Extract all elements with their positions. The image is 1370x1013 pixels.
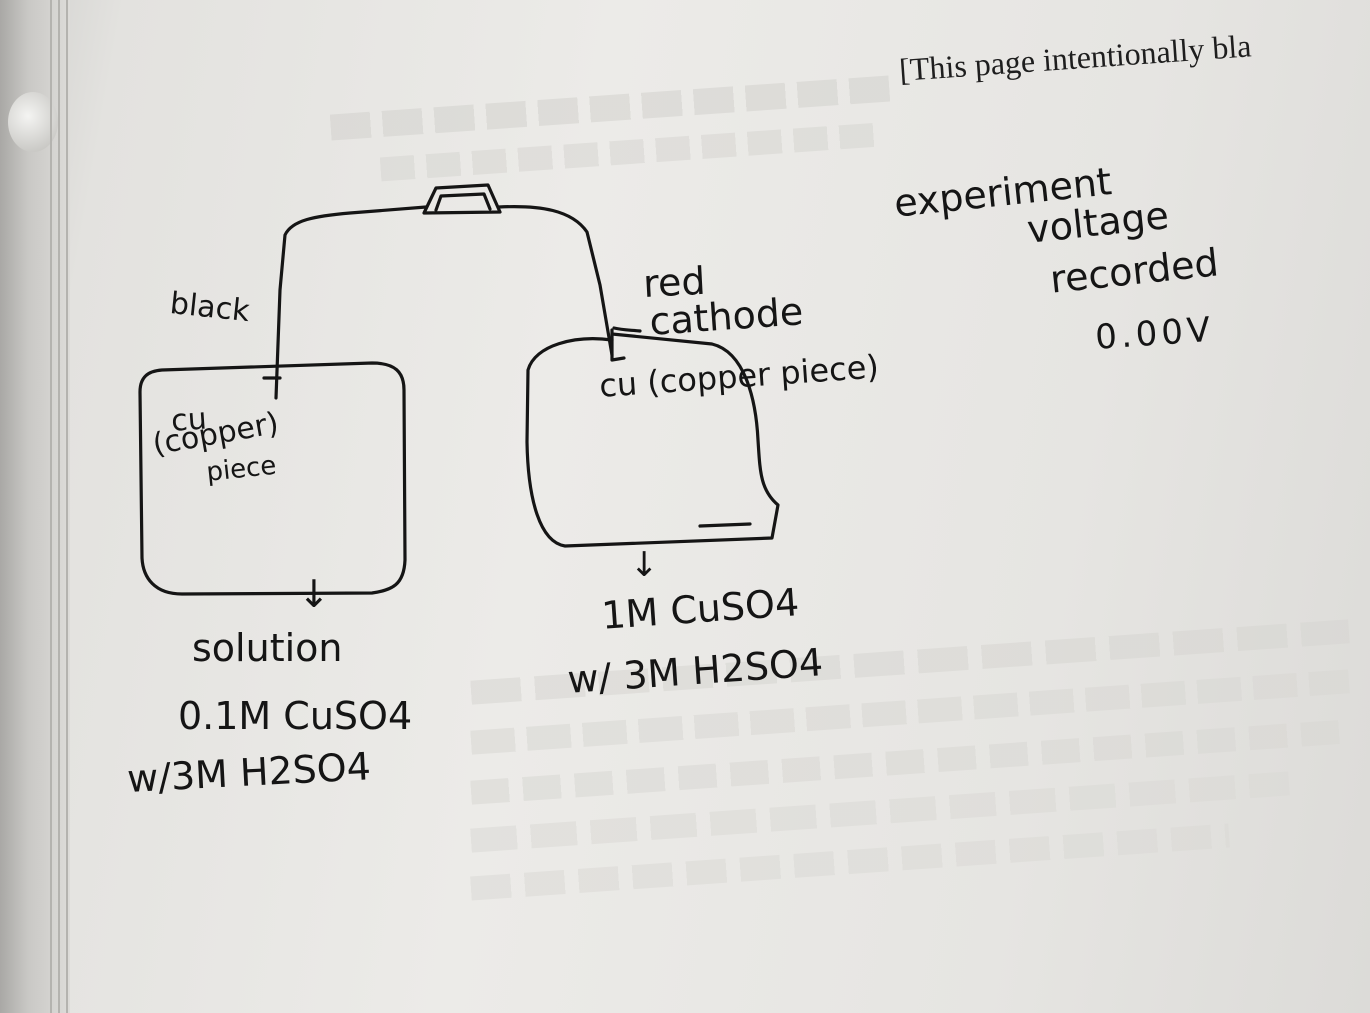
page-edge-3 (66, 0, 68, 1013)
left-solution-label-1: solution (192, 626, 343, 670)
cathode-tick (612, 326, 642, 333)
left-down-arrow: ↓ (298, 572, 330, 616)
right-down-arrow: ↓ (630, 545, 659, 585)
binder-ring (8, 92, 58, 152)
left-beaker (138, 361, 407, 596)
red-lead-wire (497, 205, 614, 357)
right-electrode-bottom (698, 522, 752, 528)
left-solution-label-2: 0.1M CuSO4 (178, 694, 413, 738)
voltmeter-symbol (422, 183, 502, 215)
right-electrode-line (610, 328, 626, 362)
right-beaker (525, 332, 780, 548)
page-edge-2 (58, 0, 60, 1013)
page-edge-1 (50, 0, 52, 1013)
notes-line-voltage-value: 0.00V (1094, 309, 1216, 358)
black-lead-wire (274, 205, 428, 400)
